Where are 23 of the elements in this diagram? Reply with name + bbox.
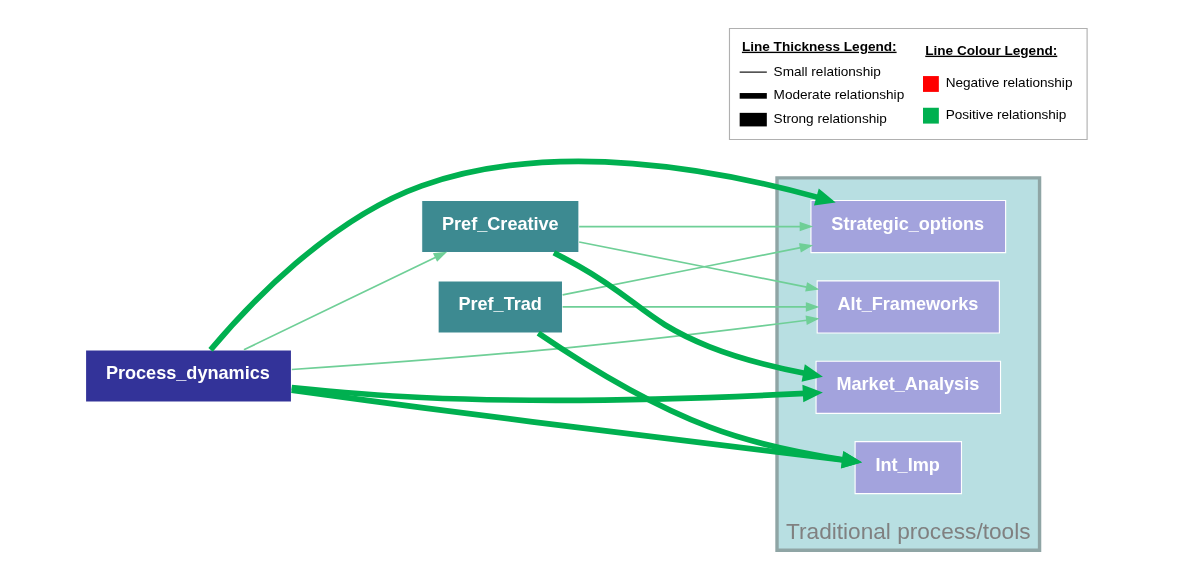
node-box: Pref_Creative <box>420 200 580 254</box>
arrow <box>242 251 447 351</box>
legend-label: Moderate relationship <box>773 87 904 103</box>
arrow <box>290 315 820 371</box>
arrow <box>290 384 823 404</box>
arrow <box>552 250 823 382</box>
arrow <box>577 221 813 232</box>
legend-label: Strong relationship <box>773 111 887 127</box>
node-box: Market_Analysis <box>815 360 1001 414</box>
label: Line Thickness Legend: <box>741 38 897 54</box>
arrow <box>561 243 813 296</box>
arrow <box>207 158 836 352</box>
node-box: Process_dynamics <box>84 349 292 403</box>
arrow <box>561 302 819 312</box>
legend-label: Positive relationship <box>945 107 1066 123</box>
arrow <box>577 241 819 292</box>
node-box: Strategic_options <box>809 200 1006 254</box>
legend-label: Small relationship <box>773 63 881 79</box>
label: Line Colour Legend: <box>924 42 1057 58</box>
node-box: Alt_Frameworks <box>816 280 1000 334</box>
node-box: Int_Imp <box>854 441 962 495</box>
legend-label: Negative relationship <box>945 75 1072 91</box>
node-box: Pref_Trad <box>437 280 563 334</box>
